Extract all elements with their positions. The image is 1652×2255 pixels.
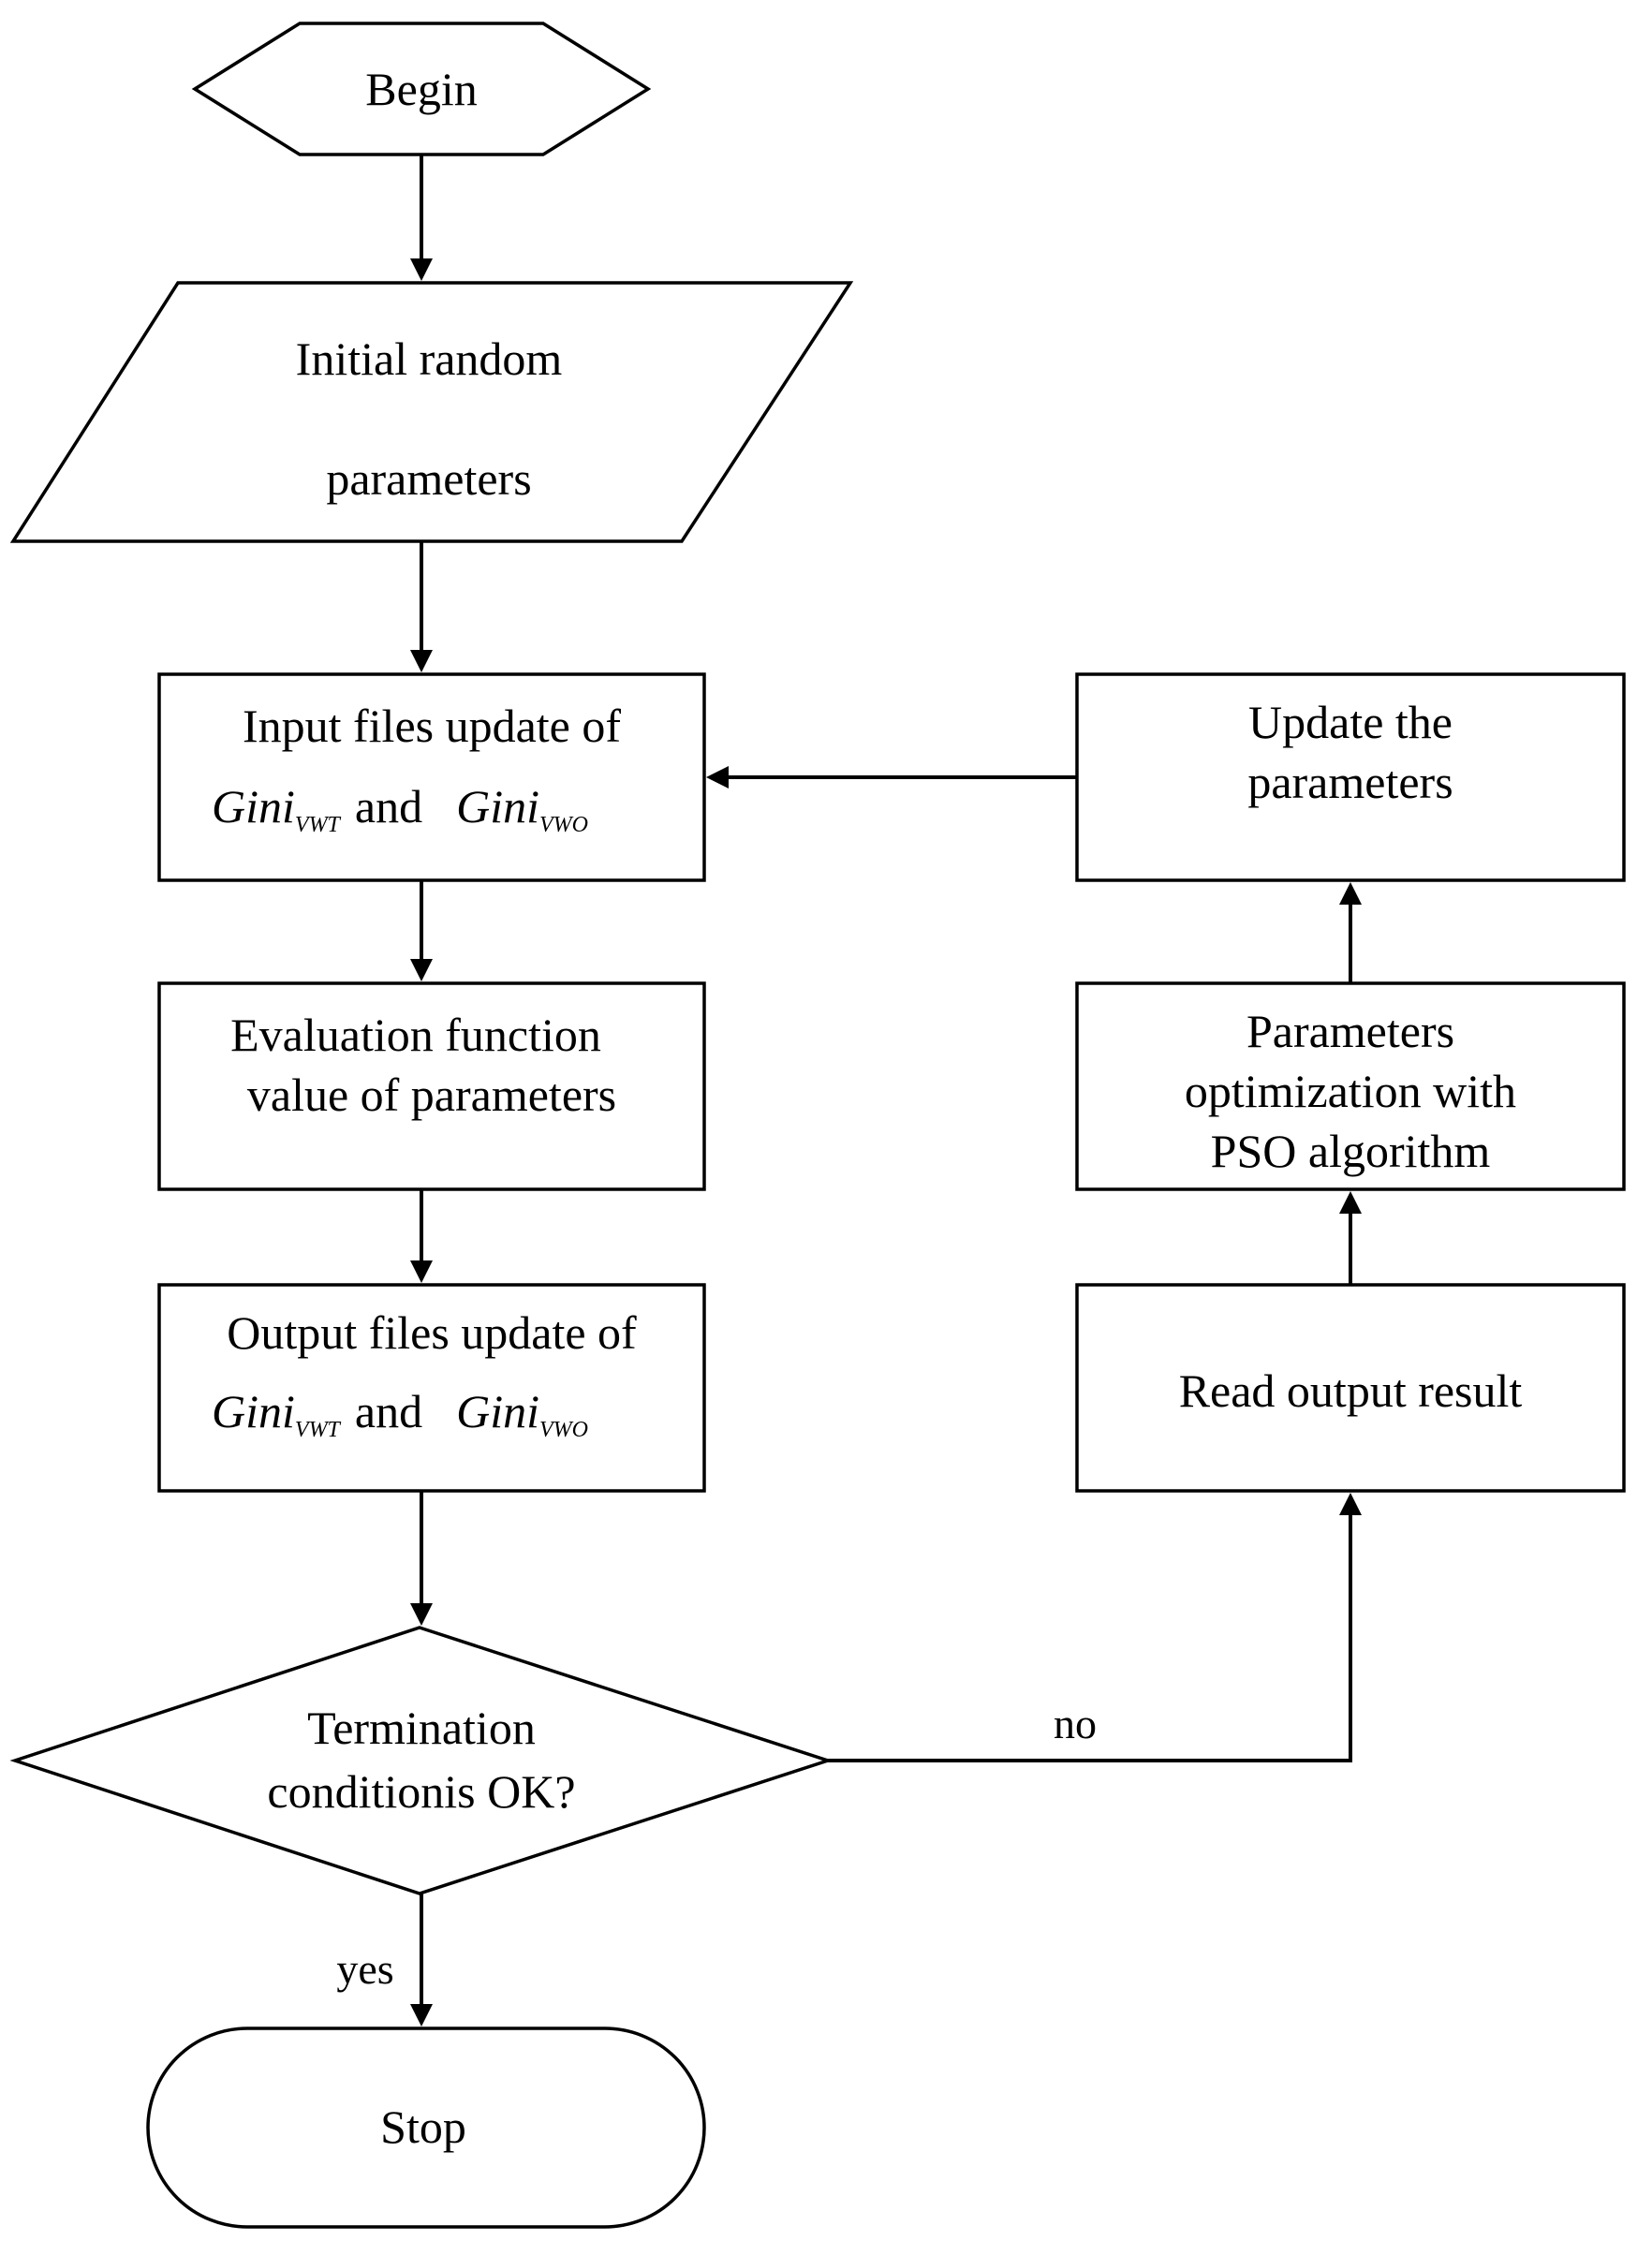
- pso-line-2: optimization with: [1185, 1065, 1516, 1117]
- node-begin: Begin: [191, 22, 652, 156]
- vwo-subscript: VWO: [539, 813, 588, 837]
- edge-pso-to-update-params: [1339, 882, 1362, 983]
- vwo-subscript: VWO: [539, 1418, 588, 1442]
- and-text: and: [355, 780, 422, 833]
- vwt-subscript: VWT: [295, 813, 342, 837]
- begin-hexagon: [191, 22, 652, 156]
- edge-evaluation-to-output-update: [410, 1189, 433, 1283]
- no-label: no: [1054, 1700, 1097, 1747]
- node-update-parameters: Update the parameters: [1075, 672, 1626, 882]
- node-initial-random-parameters: Initial random parameters: [9, 281, 854, 543]
- begin-label: Begin: [365, 63, 477, 115]
- gini-vwo-symbol: Gini: [456, 780, 539, 833]
- arrowhead: [410, 1260, 433, 1283]
- edge-begin-to-initial-params: [410, 155, 433, 281]
- pso-line-3: PSO algorithm: [1211, 1125, 1491, 1177]
- edge-termination-to-read-output: no: [828, 1493, 1362, 1762]
- arrowhead: [1339, 882, 1362, 905]
- edge-output-update-to-termination: [410, 1491, 433, 1626]
- edge-update-params-to-input-update: [706, 766, 1077, 789]
- gini-vwt-symbol: Gini: [212, 1385, 295, 1437]
- evaluation-line-2: value of parameters: [247, 1069, 616, 1121]
- stop-label: Stop: [380, 2100, 466, 2153]
- input-update-line-1: Input files update of: [243, 700, 621, 752]
- initial-params-line-1: Initial random: [296, 332, 563, 385]
- arrowhead: [1339, 1191, 1362, 1214]
- stop-terminator: [146, 2027, 706, 2229]
- termination-line-2: conditionis OK?: [267, 1765, 575, 1818]
- update-params-line-2: parameters: [1247, 756, 1453, 808]
- arrowhead: [410, 258, 433, 281]
- initial-params-parallelogram: [9, 281, 854, 543]
- yes-label: yes: [336, 1945, 393, 1993]
- pso-box: [1075, 981, 1626, 1191]
- node-stop: Stop: [146, 2027, 706, 2229]
- update-params-line-1: Update the: [1248, 696, 1453, 748]
- output-update-box: [157, 1283, 706, 1493]
- edge-input-update-to-evaluation: [410, 880, 433, 981]
- read-output-label: Read output result: [1179, 1364, 1523, 1417]
- read-output-box: [1075, 1283, 1626, 1493]
- edge-initial-params-to-input-update: [410, 541, 433, 672]
- initial-params-line-2: parameters: [326, 452, 531, 505]
- arrowhead: [410, 959, 433, 981]
- arrowhead: [410, 2004, 433, 2027]
- evaluation-line-1: Evaluation function: [230, 1009, 601, 1061]
- input-update-box: [157, 672, 706, 882]
- node-evaluation-function: Evaluation function value of parameters: [157, 981, 706, 1191]
- termination-line-1: Termination: [307, 1702, 536, 1754]
- arrowhead: [410, 650, 433, 672]
- arrowhead: [1339, 1493, 1362, 1515]
- arrowhead: [410, 1603, 433, 1626]
- node-termination-decision: Termination conditionis OK?: [9, 1626, 833, 1895]
- output-update-line-1: Output files update of: [227, 1306, 637, 1359]
- evaluation-box: [157, 981, 706, 1191]
- gini-vwt-symbol: Gini: [212, 780, 295, 833]
- vwt-subscript: VWT: [295, 1418, 342, 1442]
- edge-read-output-to-pso: [1339, 1191, 1362, 1285]
- edge-termination-to-stop: yes: [336, 1894, 433, 2027]
- gini-vwo-symbol: Gini: [456, 1385, 539, 1437]
- arrowhead: [706, 766, 729, 789]
- termination-diamond: [9, 1626, 833, 1895]
- pso-line-1: Parameters: [1246, 1005, 1454, 1057]
- and-text: and: [355, 1385, 422, 1437]
- node-read-output-result: Read output result: [1075, 1283, 1626, 1493]
- node-pso-optimization: Parameters optimization with PSO algorit…: [1075, 981, 1626, 1191]
